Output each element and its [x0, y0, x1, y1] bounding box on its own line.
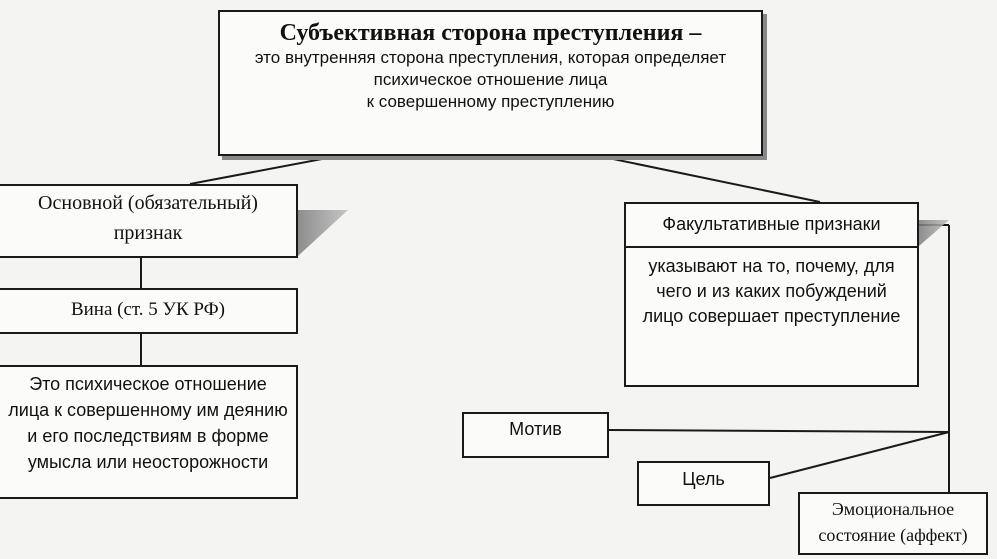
optional-features-label: Факультативные признаки — [662, 214, 881, 234]
guilt-definition-line-1: Это психическое отношение — [29, 374, 267, 394]
optional-description-line-2: чего и из каких побуждений — [656, 281, 887, 301]
motive-box: Мотив — [462, 412, 609, 458]
title-box: Субъективная сторона преступления – это … — [218, 10, 763, 156]
connector-to-motive — [608, 429, 950, 433]
main-feature-line-2: признак — [113, 222, 183, 244]
guilt-definition-line-2: лица к совершенному им деянию — [8, 400, 288, 420]
title-definition-line-3: к совершенному преступлению — [366, 92, 615, 111]
connector-to-goal — [769, 431, 950, 479]
title-definition-line-2: психическое отношение лица — [373, 70, 608, 89]
title-heading: Субъективная сторона преступления – — [279, 20, 702, 46]
emotional-state-line-2: состояние (аффект) — [818, 525, 968, 545]
goal-label: Цель — [682, 469, 725, 489]
main-feature-line-1: Основной (обязательный) — [38, 192, 258, 214]
emotional-state-line-1: Эмоциональное — [831, 499, 955, 519]
goal-box: Цель — [637, 461, 770, 506]
connector-title-to-optional — [559, 147, 821, 203]
optional-description-line-1: указывают на то, почему, для — [648, 256, 895, 276]
main-feature-box: Основной (обязательный) признак — [0, 184, 298, 258]
guilt-label: Вина (ст. 5 УК РФ) — [70, 299, 226, 320]
optional-description-line-3: лицо совершает преступление — [642, 306, 901, 326]
title-definition-line-1: это внутренняя сторона преступления, кот… — [254, 48, 727, 67]
guilt-box: Вина (ст. 5 УК РФ) — [0, 288, 298, 334]
optional-features-description-box: указывают на то, почему, для чего и из к… — [624, 246, 919, 387]
motive-label: Мотив — [509, 419, 562, 439]
guilt-definition-box: Это психическое отношение лица к соверше… — [0, 365, 298, 499]
guilt-definition-line-4: умысла или неосторожности — [27, 452, 269, 472]
optional-features-box: Факультативные признаки — [624, 202, 919, 249]
guilt-definition-line-3: и его последствиям в форме — [27, 426, 269, 446]
emotional-state-box: Эмоциональное состояние (аффект) — [798, 492, 988, 555]
